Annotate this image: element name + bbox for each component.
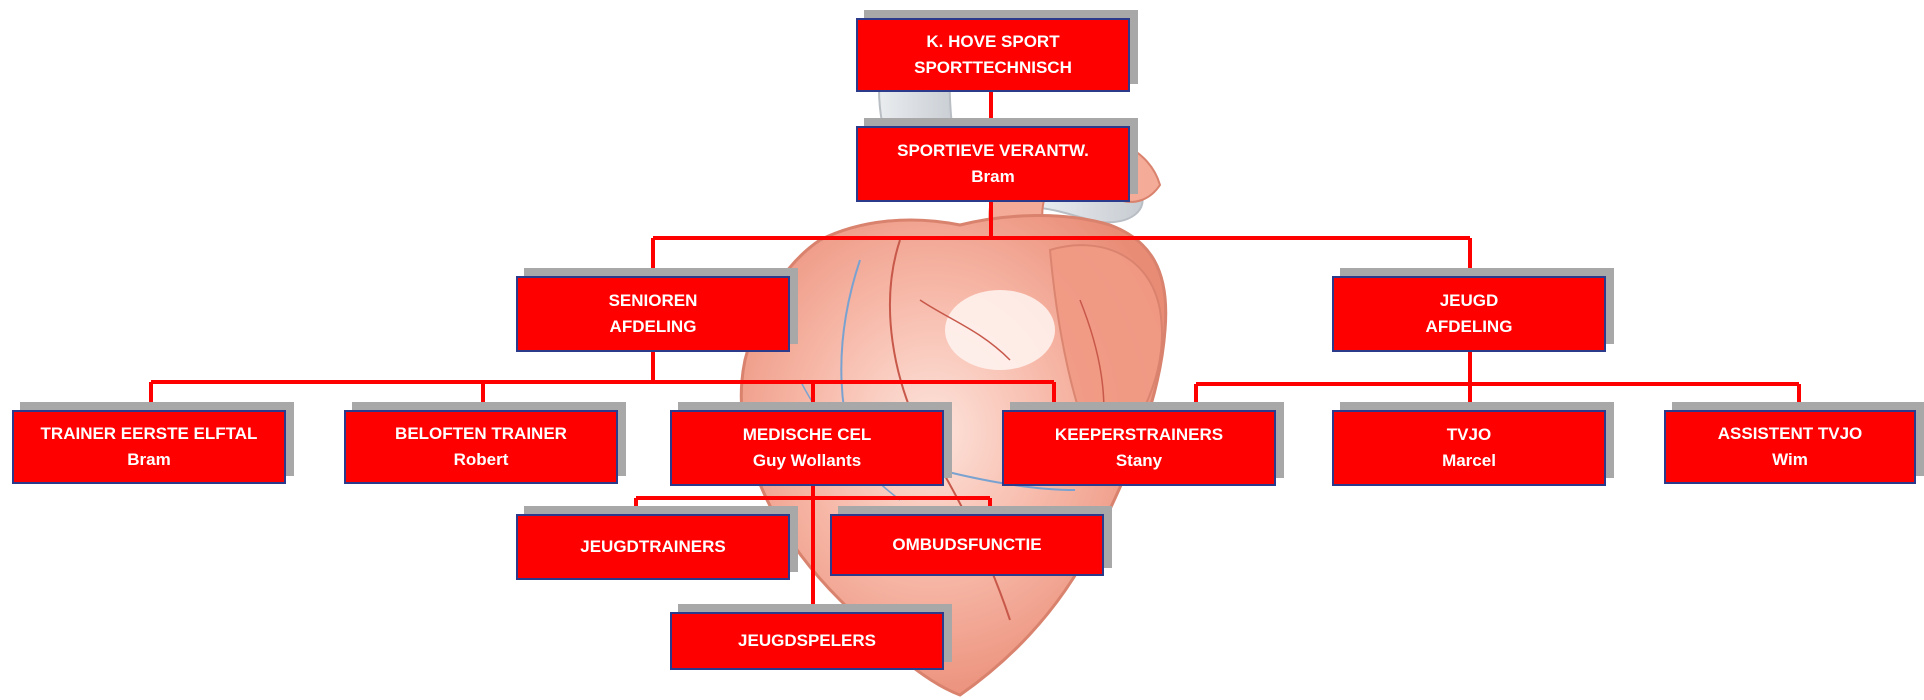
node-keepers-line2: Stany — [1116, 448, 1162, 474]
node-senioren-line1: SENIOREN — [609, 288, 698, 314]
node-jeugd-line2: AFDELING — [1426, 314, 1513, 340]
node-sportieve-line1: SPORTIEVE VERANTW. — [897, 138, 1089, 164]
node-jeugd-line1: JEUGD — [1440, 288, 1499, 314]
node-beloften-line2: Robert — [454, 447, 509, 473]
node-medische-line1: MEDISCHE CEL — [743, 422, 871, 448]
node-trainer-line1: TRAINER EERSTE ELFTAL — [41, 421, 258, 447]
node-trainer-line2: Bram — [127, 447, 170, 473]
node-jeugd-afdeling: JEUGD AFDELING — [1332, 276, 1606, 352]
node-jeugdtrainers-label: JEUGDTRAINERS — [580, 534, 725, 560]
node-assistent-line2: Wim — [1772, 447, 1808, 473]
node-jeugdspelers: JEUGDSPELERS — [670, 612, 944, 670]
node-assistent-line1: ASSISTENT TVJO — [1718, 421, 1863, 447]
node-ombudsfunctie: OMBUDSFUNCTIE — [830, 514, 1104, 576]
node-root: K. HOVE SPORT SPORTTECHNISCH — [856, 18, 1130, 92]
node-root-line2: SPORTTECHNISCH — [914, 55, 1072, 81]
node-tvjo-line2: Marcel — [1442, 448, 1496, 474]
node-senioren-afdeling: SENIOREN AFDELING — [516, 276, 790, 352]
node-ombuds-label: OMBUDSFUNCTIE — [892, 532, 1041, 558]
node-beloften-trainer: BELOFTEN TRAINER Robert — [344, 410, 618, 484]
node-tvjo-line1: TVJO — [1447, 422, 1491, 448]
node-tvjo: TVJO Marcel — [1332, 410, 1606, 486]
node-medische-cel: MEDISCHE CEL Guy Wollants — [670, 410, 944, 486]
node-keepers-line1: KEEPERSTRAINERS — [1055, 422, 1223, 448]
node-trainer-eerste-elftal: TRAINER EERSTE ELFTAL Bram — [12, 410, 286, 484]
node-assistent-tvjo: ASSISTENT TVJO Wim — [1664, 410, 1916, 484]
node-sportieve-line2: Bram — [971, 164, 1014, 190]
node-keeperstrainers: KEEPERSTRAINERS Stany — [1002, 410, 1276, 486]
node-beloften-line1: BELOFTEN TRAINER — [395, 421, 567, 447]
node-senioren-line2: AFDELING — [610, 314, 697, 340]
node-jeugdspelers-label: JEUGDSPELERS — [738, 628, 876, 654]
node-medische-line2: Guy Wollants — [753, 448, 861, 474]
node-jeugdtrainers: JEUGDTRAINERS — [516, 514, 790, 580]
node-sportieve-verantw: SPORTIEVE VERANTW. Bram — [856, 126, 1130, 202]
node-root-line1: K. HOVE SPORT — [926, 29, 1059, 55]
